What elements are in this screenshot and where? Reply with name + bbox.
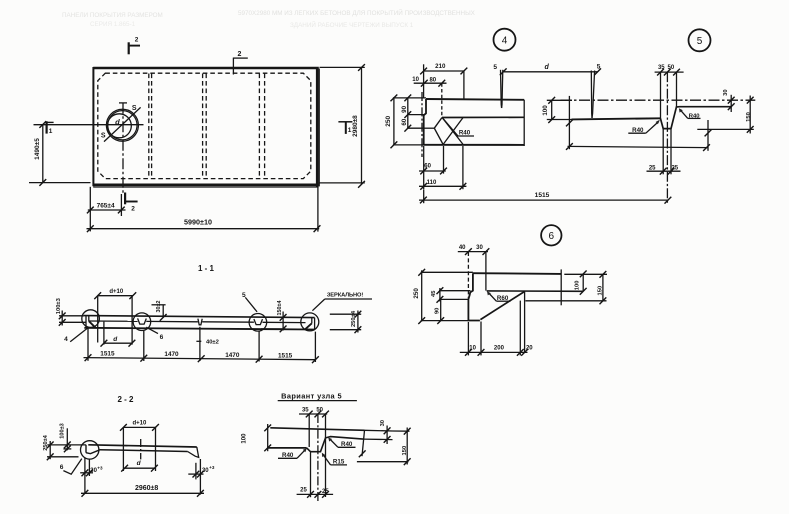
- svg-text:100: 100: [574, 281, 580, 291]
- svg-text:d+10: d+10: [109, 289, 124, 295]
- svg-text:250±4: 250±4: [43, 434, 49, 450]
- svg-text:150: 150: [597, 286, 603, 296]
- svg-text:d+10: d+10: [132, 420, 147, 426]
- svg-text:6: 6: [160, 334, 164, 341]
- svg-text:100: 100: [241, 433, 247, 444]
- svg-text:50: 50: [668, 65, 675, 71]
- svg-text:R15: R15: [333, 459, 345, 466]
- svg-text:40±2: 40±2: [206, 340, 219, 346]
- svg-text:R40: R40: [341, 441, 353, 448]
- svg-text:80: 80: [429, 77, 436, 83]
- svg-text:45: 45: [431, 290, 437, 297]
- svg-text:d: d: [137, 460, 142, 467]
- svg-text:2980±8: 2980±8: [352, 115, 359, 137]
- svg-text:1515: 1515: [100, 350, 115, 357]
- svg-text:5: 5: [242, 292, 246, 299]
- svg-text:d: d: [115, 117, 120, 126]
- svg-text:1490±5: 1490±5: [34, 138, 41, 160]
- svg-text:2: 2: [131, 206, 135, 213]
- svg-text:ПАНЕЛИ ПОКРЫТИЯ РАЗМЕРОМ: ПАНЕЛИ ПОКРЫТИЯ РАЗМЕРОМ: [62, 12, 163, 19]
- svg-text:1 - 1: 1 - 1: [198, 264, 215, 273]
- svg-text:1: 1: [348, 127, 352, 134]
- svg-text:25: 25: [322, 489, 329, 495]
- svg-text:4: 4: [502, 36, 508, 47]
- svg-text:4: 4: [64, 336, 68, 343]
- svg-text:d: d: [544, 64, 549, 71]
- svg-text:20: 20: [526, 346, 533, 352]
- svg-text:30: 30: [723, 89, 729, 95]
- svg-text:35: 35: [658, 65, 665, 71]
- svg-text:150: 150: [402, 446, 408, 456]
- svg-text:90: 90: [435, 308, 441, 314]
- svg-text:100±3: 100±3: [59, 423, 65, 439]
- svg-text:S: S: [101, 133, 106, 140]
- svg-text:ЗЕРКАЛЬНО!: ЗЕРКАЛЬНО!: [327, 293, 364, 299]
- svg-text:110: 110: [427, 180, 437, 186]
- svg-text:150: 150: [746, 112, 752, 122]
- svg-text:S: S: [132, 105, 137, 112]
- svg-text:10: 10: [412, 77, 419, 83]
- svg-text:+3: +3: [97, 465, 103, 470]
- svg-text:ЗДАНИЙ РАБОЧИЕ ЧЕРТЕЖИ ВЫПУС: ЗДАНИЙ РАБОЧИЕ ЧЕРТЕЖИ ВЫПУСК 1: [290, 20, 414, 29]
- svg-text:5: 5: [493, 64, 497, 71]
- svg-text:5: 5: [697, 36, 703, 47]
- svg-text:Вариант узла 5: Вариант узла 5: [281, 391, 342, 400]
- svg-text:+3: +3: [209, 465, 215, 470]
- svg-text:2: 2: [238, 51, 242, 58]
- svg-text:2: 2: [135, 37, 139, 44]
- svg-text:6: 6: [549, 231, 555, 242]
- svg-text:60: 60: [401, 118, 408, 125]
- svg-text:R40: R40: [632, 127, 644, 134]
- svg-text:R40: R40: [459, 130, 471, 137]
- svg-text:30: 30: [476, 245, 483, 251]
- svg-text:250: 250: [413, 288, 420, 299]
- svg-text:25: 25: [671, 166, 678, 172]
- svg-text:30: 30: [202, 468, 209, 474]
- svg-text:5970X2980 ММ ИЗ ЛЕГКИХ БЕТОНОВ: 5970X2980 ММ ИЗ ЛЕГКИХ БЕТОНОВ ДЛЯ ПОКРЫ…: [238, 8, 476, 17]
- svg-text:2 - 2: 2 - 2: [117, 395, 134, 404]
- svg-text:6: 6: [60, 464, 64, 471]
- svg-text:1515: 1515: [278, 352, 293, 359]
- svg-text:150±4: 150±4: [277, 301, 283, 316]
- svg-text:R40: R40: [689, 113, 701, 119]
- svg-text:35: 35: [302, 407, 309, 413]
- svg-text:1470: 1470: [164, 351, 179, 358]
- svg-text:200: 200: [494, 345, 505, 351]
- svg-text:5990±10: 5990±10: [184, 218, 212, 227]
- svg-text:5: 5: [597, 64, 601, 71]
- svg-text:100±3: 100±3: [56, 297, 62, 314]
- svg-text:1515: 1515: [535, 192, 550, 199]
- svg-text:d: d: [113, 336, 118, 343]
- svg-text:100: 100: [542, 105, 549, 116]
- svg-text:2960±8: 2960±8: [135, 485, 158, 492]
- svg-text:R60: R60: [497, 295, 509, 302]
- svg-text:250±4: 250±4: [351, 310, 357, 327]
- svg-text:60: 60: [424, 163, 431, 169]
- svg-text:40: 40: [459, 245, 466, 251]
- svg-text:30±2: 30±2: [156, 301, 162, 313]
- svg-text:765±4: 765±4: [97, 202, 115, 209]
- svg-text:90: 90: [401, 105, 408, 112]
- svg-text:R40: R40: [282, 452, 294, 459]
- svg-text:25: 25: [649, 166, 656, 172]
- svg-text:1470: 1470: [225, 352, 240, 359]
- svg-text:25: 25: [300, 488, 307, 494]
- svg-text:30: 30: [90, 468, 97, 474]
- svg-text:30: 30: [380, 420, 386, 426]
- svg-text:10: 10: [469, 345, 476, 351]
- svg-text:1: 1: [49, 128, 53, 135]
- svg-text:СЕРИЯ 1.865-1: СЕРИЯ 1.865-1: [90, 21, 136, 28]
- svg-text:50: 50: [316, 407, 323, 413]
- svg-text:210: 210: [435, 63, 446, 70]
- svg-text:250: 250: [385, 115, 392, 126]
